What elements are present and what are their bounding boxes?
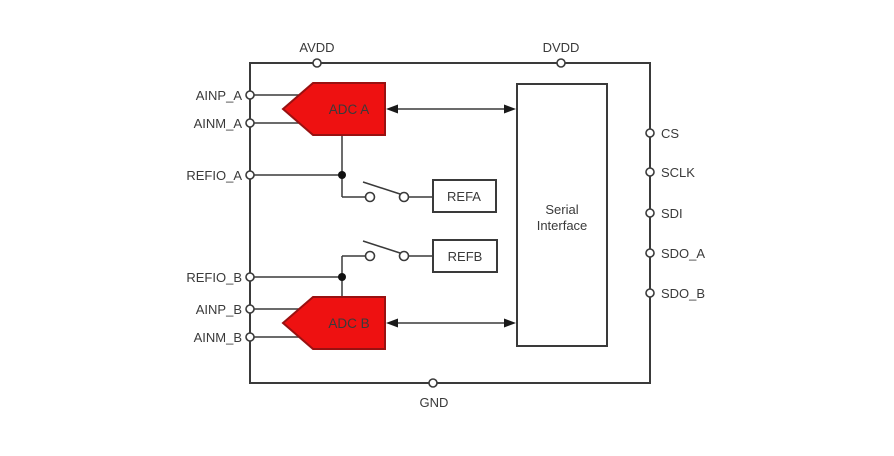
serial-interface-box: [516, 83, 608, 347]
pin-avdd: AVDD: [299, 40, 335, 68]
arrow-a-head-left: [386, 104, 398, 114]
pin-label-avdd: AVDD: [299, 40, 334, 55]
pin-circle-refio-a: [245, 170, 255, 180]
switch-a-contact-left: [364, 191, 376, 203]
serial-interface-label-line2: Interface: [537, 218, 588, 233]
pin-circle-sclk: [645, 167, 655, 177]
pin-ainp-b: AINP_B: [196, 302, 255, 317]
pin-label-sdo-b: SDO_B: [661, 286, 705, 301]
adc-b-block: ADC B: [281, 296, 386, 350]
pin-circle-cs: [645, 128, 655, 138]
pin-sdo-a: SDO_A: [645, 246, 705, 261]
switch-b-contact-right: [398, 250, 410, 262]
refa-label: REFA: [447, 189, 481, 204]
adc-a-label: ADC A: [329, 102, 370, 117]
arrow-b-head-left: [386, 318, 398, 328]
refa-box: [432, 179, 497, 213]
switch-a-contact-right: [398, 191, 410, 203]
pin-label-sclk: SCLK: [661, 165, 695, 180]
pin-label-dvdd: DVDD: [543, 40, 580, 55]
adc-b-label: ADC B: [328, 316, 369, 331]
pin-label-ainm-a: AINM_A: [194, 116, 243, 131]
adc-a-block: ADC A: [281, 82, 386, 136]
pin-refio-a: REFIO_A: [186, 168, 255, 183]
pin-label-ainp-b: AINP_B: [196, 302, 242, 317]
pin-label-cs: CS: [661, 126, 679, 141]
pin-circle-sdi: [645, 208, 655, 218]
arrow-adc-b-serial: [386, 318, 516, 328]
pin-label-ainm-b: AINM_B: [194, 330, 242, 345]
arrow-adc-a-serial: [386, 104, 516, 114]
pin-sdi: SDI: [645, 206, 683, 221]
pin-label-gnd: GND: [420, 395, 449, 410]
switch-b-contact-left: [364, 250, 376, 262]
switch-a-lever: [362, 181, 401, 195]
refa-block: REFA: [432, 179, 497, 213]
refb-box: [432, 239, 498, 273]
pin-circle-sdo-a: [645, 248, 655, 258]
switch-b-lever: [362, 240, 401, 254]
pin-circle-gnd: [428, 378, 438, 388]
pin-label-sdo-a: SDO_A: [661, 246, 705, 261]
serial-interface-block: Serial Interface: [516, 83, 608, 347]
pin-gnd: GND: [420, 378, 449, 410]
junction-refio-b: [338, 273, 346, 281]
switch-refb: [362, 240, 410, 262]
pin-cs: CS: [645, 126, 679, 141]
pin-circle-ainp-a: [245, 90, 255, 100]
pin-refio-b: REFIO_B: [186, 270, 255, 285]
pin-sclk: SCLK: [645, 165, 695, 180]
adc-b-shape: [281, 296, 386, 350]
pin-circle-sdo-b: [645, 288, 655, 298]
serial-interface-label-line1: Serial: [545, 202, 578, 217]
pin-ainm-b: AINM_B: [194, 330, 255, 345]
pin-ainm-a: AINM_A: [194, 116, 255, 131]
arrow-b-head-right: [504, 318, 516, 328]
pin-label-refio-b: REFIO_B: [186, 270, 242, 285]
pin-circle-ainp-b: [245, 304, 255, 314]
switch-refa: [362, 181, 410, 203]
pin-label-refio-a: REFIO_A: [186, 168, 242, 183]
junction-refio-a: [338, 171, 346, 179]
pin-circle-refio-b: [245, 272, 255, 282]
pin-circle-avdd: [312, 58, 322, 68]
pin-ainp-a: AINP_A: [196, 88, 255, 103]
pin-circle-ainm-a: [245, 118, 255, 128]
pin-label-ainp-a: AINP_A: [196, 88, 243, 103]
pin-circle-dvdd: [556, 58, 566, 68]
pin-circle-ainm-b: [245, 332, 255, 342]
adc-a-shape: [281, 82, 386, 136]
pin-dvdd: DVDD: [543, 40, 580, 68]
pin-label-sdi: SDI: [661, 206, 683, 221]
refb-label: REFB: [448, 249, 483, 264]
refb-block: REFB: [432, 239, 498, 273]
arrow-a-head-right: [504, 104, 516, 114]
pin-sdo-b: SDO_B: [645, 286, 705, 301]
